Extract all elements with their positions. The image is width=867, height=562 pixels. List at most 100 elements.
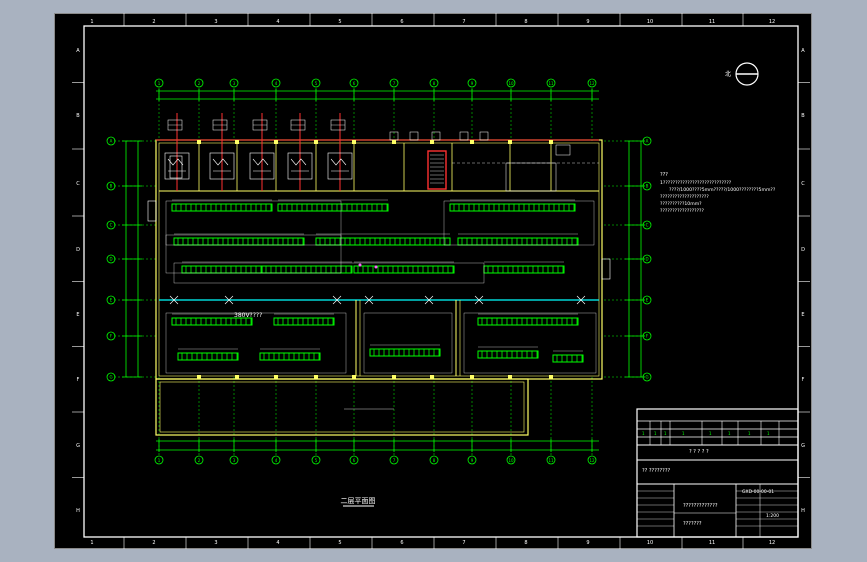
- column-marker-top: [197, 140, 201, 144]
- grid-label-left: F: [110, 334, 113, 339]
- column-marker-top: [430, 140, 434, 144]
- grid-label-bottom: 10: [508, 458, 514, 463]
- grid-label-top: 9: [471, 81, 474, 86]
- grid-bubble-bottom: [271, 455, 281, 465]
- border-row-right-D: D: [801, 247, 805, 253]
- equipment-unit: [249, 152, 275, 180]
- conveyor-line: [552, 354, 584, 363]
- conveyor-line: [181, 265, 263, 274]
- grid-label-bottom: 3: [233, 458, 236, 463]
- border-col-bottom-5: 5: [338, 540, 341, 546]
- conveyor-line: [477, 350, 539, 359]
- grid-bubble-top: [229, 78, 239, 88]
- grid-bubble-bottom: [154, 455, 164, 465]
- grid-label-right: E: [646, 298, 649, 303]
- grid-bubble-left: [106, 220, 116, 230]
- notes-label: ???: [660, 172, 668, 178]
- border-col-top-6: 6: [400, 19, 403, 25]
- equipment-area-frame: [463, 312, 597, 374]
- border-row-left-A: A: [76, 48, 80, 54]
- column-marker-bottom: [549, 375, 553, 379]
- grid-bubble-top: [506, 78, 516, 88]
- grid-label-right: B: [646, 184, 649, 189]
- equipment-area-frame: [173, 262, 485, 284]
- notes-line-4: ??????????10mm?: [660, 201, 702, 207]
- border-row-left-F: F: [77, 377, 80, 383]
- title-block-frame: [636, 408, 799, 538]
- grid-label-top: 2: [198, 81, 201, 86]
- border-col-top-1: 1: [90, 19, 93, 25]
- border-col-top-12: 12: [769, 19, 775, 25]
- conveyor-line: [277, 203, 389, 212]
- wall-duct-opening: [459, 131, 469, 141]
- grid-bubble-left: [106, 372, 116, 382]
- column-marker-bottom: [392, 375, 396, 379]
- drawing-name: ???????: [683, 521, 702, 527]
- border-col-bottom-6: 6: [400, 540, 403, 546]
- conveyor-line: [483, 265, 565, 274]
- drawing-scale: 1:200: [766, 513, 779, 519]
- grid-label-right: G: [645, 375, 648, 380]
- border-row-right-C: C: [801, 181, 805, 187]
- magenta-marker: [374, 265, 378, 269]
- border-row-left-B: B: [76, 113, 80, 119]
- border-col-top-11: 11: [709, 19, 715, 25]
- bus-tap-symbol: [169, 295, 179, 305]
- grid-label-bottom: 5: [315, 458, 318, 463]
- border-col-bottom-10: 10: [647, 540, 653, 546]
- drawing-code: GXD-00-00-01: [742, 489, 774, 495]
- equipment-area-frame: [165, 312, 347, 374]
- grid-label-top: 8: [433, 81, 436, 86]
- equipment-symbol: [330, 158, 349, 172]
- tb-value: 1: [767, 431, 770, 436]
- grid-bubble-top: [587, 78, 597, 88]
- equipment-unit: [209, 152, 235, 180]
- grid-bubble-top: [271, 78, 281, 88]
- wall-duct-opening: [409, 131, 419, 141]
- grid-label-right: C: [646, 223, 649, 228]
- grid-label-bottom: 9: [471, 458, 474, 463]
- grid-label-bottom: 11: [548, 458, 554, 463]
- conveyor-line: [449, 203, 576, 212]
- grid-bubble-bottom: [429, 455, 439, 465]
- wall-duct-opening: [431, 131, 441, 141]
- grid-bubble-bottom: [229, 455, 239, 465]
- grid-label-left: C: [110, 223, 113, 228]
- border-col-top-4: 4: [276, 19, 279, 25]
- column-marker-bottom: [508, 375, 512, 379]
- grid-label-top: 6: [353, 81, 356, 86]
- grid-bubble-top: [349, 78, 359, 88]
- conveyor-line: [273, 317, 335, 326]
- notes-line-2: ????/1000????5mm?????/1000????????5mm??: [669, 187, 776, 193]
- grid-label-top: 11: [548, 81, 554, 86]
- grid-label-top: 12: [589, 81, 595, 86]
- grid-bubble-left: [106, 254, 116, 264]
- grid-bubble-bottom: [194, 455, 204, 465]
- grid-label-left: E: [110, 298, 113, 303]
- border-col-top-10: 10: [647, 19, 653, 25]
- conveyor-line: [353, 265, 455, 274]
- bus-tap-symbol: [424, 295, 434, 305]
- grid-bubble-left: [106, 331, 116, 341]
- column-marker-top: [352, 140, 356, 144]
- north-arrow: 北: [725, 62, 759, 86]
- column-marker-bottom: [197, 375, 201, 379]
- border-col-top-8: 8: [524, 19, 527, 25]
- border-col-bottom-11: 11: [709, 540, 715, 546]
- border-col-bottom-2: 2: [152, 540, 155, 546]
- bus-tap-symbol: [224, 295, 234, 305]
- grid-label-right: A: [646, 139, 649, 144]
- tb-value: 1: [664, 431, 667, 436]
- column-marker-top: [470, 140, 474, 144]
- magenta-marker: [358, 263, 362, 267]
- conveyor-line: [173, 237, 305, 246]
- conveyor-line: [177, 352, 239, 361]
- equipment-symbol: [212, 158, 231, 172]
- project-name: ?????????????: [683, 503, 718, 509]
- border-col-bottom-1: 1: [90, 540, 93, 546]
- column-marker-top: [314, 140, 318, 144]
